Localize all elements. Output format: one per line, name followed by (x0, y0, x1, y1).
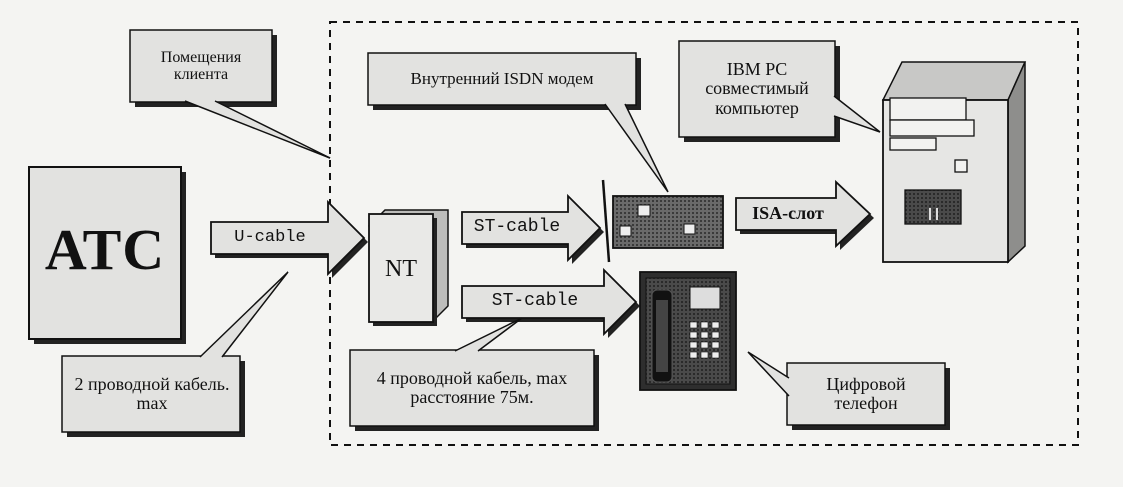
arrow-isa-slot (735, 179, 874, 250)
callout-four-wire-cable (349, 317, 599, 431)
arrow-st-cable-phone (461, 267, 640, 338)
callout-two-wire-cable (61, 271, 289, 437)
callout-ibm-pc (678, 40, 881, 142)
arrow-u-cable (210, 199, 368, 278)
digital-phone (639, 271, 737, 391)
pc-tower (881, 61, 1027, 264)
isdn-modem-card (612, 195, 724, 249)
atc-exchange (28, 166, 186, 344)
nt-terminator (368, 209, 449, 326)
arrow-st-cable-modem (461, 179, 611, 264)
callout-digital-phone (747, 351, 950, 430)
callout-client-premises (129, 29, 331, 159)
callout-isdn-modem (367, 52, 669, 193)
